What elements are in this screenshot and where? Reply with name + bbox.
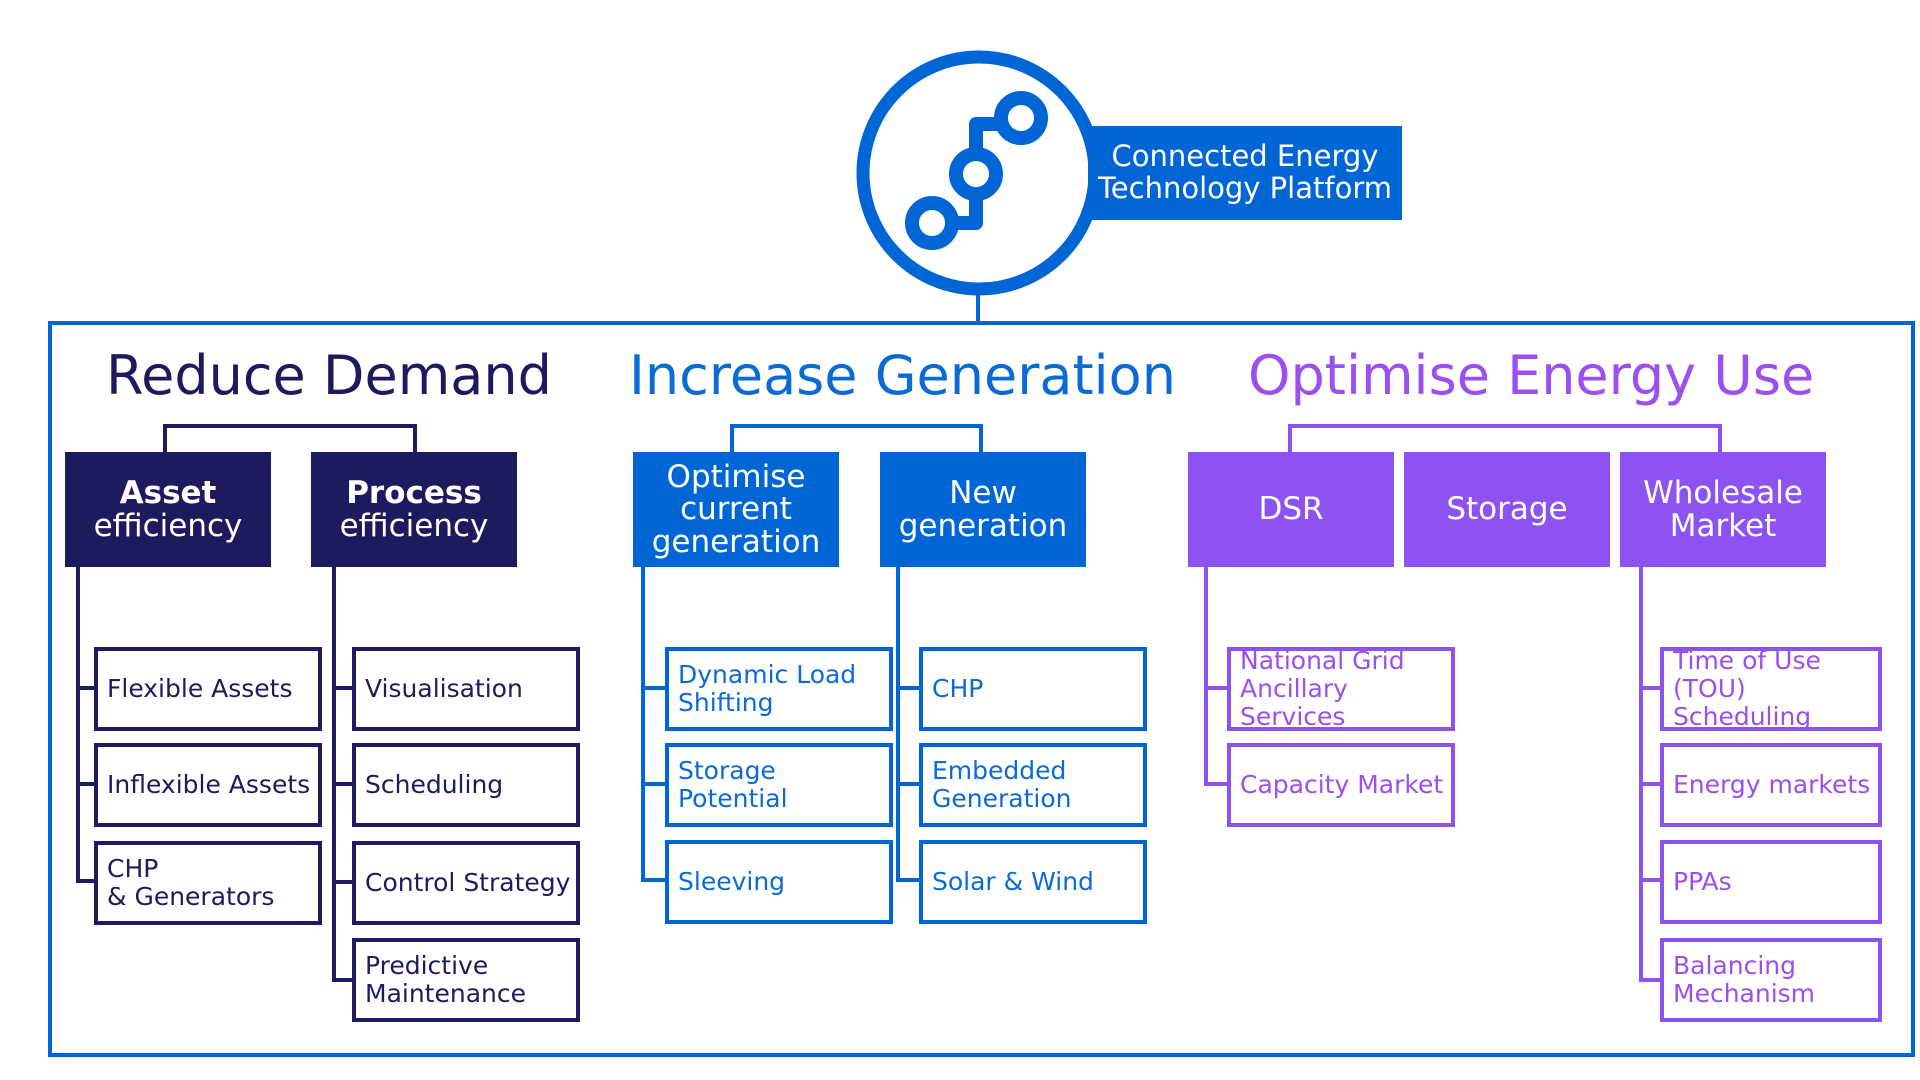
- leaf-text: National Grid: [1240, 646, 1405, 675]
- leaf-control-strategy: Control Strategy: [352, 841, 580, 925]
- platform-label: Connected Energy Technology Platform: [1088, 126, 1402, 220]
- leaf-scheduling: Scheduling: [352, 743, 580, 827]
- leaf-text: Energy markets: [1673, 770, 1871, 799]
- header-line: efficiency: [93, 507, 243, 544]
- leaf-text: Ancillary Services: [1240, 674, 1348, 731]
- title-optimise-energy-use: Optimise Energy Use: [1248, 344, 1815, 407]
- leaf-time-of-use-scheduling: Time of Use (TOU) Scheduling: [1660, 647, 1882, 731]
- leaf-text: Flexible Assets: [107, 674, 293, 703]
- header-storage: Storage: [1404, 452, 1610, 567]
- leaf-text: CHP: [932, 674, 984, 703]
- header-line: DSR: [1258, 491, 1324, 528]
- leaf-predictive-maintenance: Predictive Maintenance: [352, 938, 580, 1022]
- title-increase-generation: Increase Generation: [629, 344, 1176, 407]
- header-line: Wholesale: [1643, 474, 1803, 511]
- leaf-text: Mechanism: [1673, 979, 1816, 1008]
- leaf-text: Solar & Wind: [932, 867, 1094, 896]
- leaf-text: Scheduling: [365, 770, 504, 799]
- connected-nodes-icon: [905, 91, 1048, 250]
- leaf-flexible-assets: Flexible Assets: [94, 647, 322, 731]
- bracket-increase-generation: [730, 424, 983, 452]
- leaf-text: Sleeving: [678, 867, 786, 896]
- tree-wholesale-market: [1639, 566, 1662, 982]
- header-line: generation: [651, 523, 821, 560]
- leaf-balancing-mechanism: Balancing Mechanism: [1660, 938, 1882, 1022]
- leaf-text: Predictive: [365, 951, 489, 980]
- bracket-optimise-energy-use: [1288, 424, 1722, 452]
- leaf-visualisation: Visualisation: [352, 647, 580, 731]
- header-asset-efficiency: Asset efficiency: [65, 452, 271, 567]
- header-dsr: DSR: [1188, 452, 1394, 567]
- leaf-text: Dynamic Load: [678, 660, 857, 689]
- tree-asset-efficiency: [76, 566, 96, 883]
- leaf-ppas: PPAs: [1660, 840, 1882, 924]
- leaf-storage-potential: Storage Potential: [665, 743, 893, 827]
- leaf-text: Scheduling: [1673, 702, 1812, 731]
- leaf-text: CHP: [107, 854, 159, 883]
- leaf-text: Embedded: [932, 756, 1067, 785]
- leaf-text: Balancing: [1673, 951, 1796, 980]
- header-new-generation: New generation: [880, 452, 1086, 567]
- header-wholesale-market: Wholesale Market: [1620, 452, 1826, 567]
- leaf-text: Time of Use (TOU): [1673, 646, 1821, 703]
- leaf-dynamic-load-shifting: Dynamic Load Shifting: [665, 647, 893, 731]
- platform-label-line2: Technology Platform: [1098, 171, 1392, 205]
- outer-frame: [48, 321, 1915, 1057]
- leaf-text: Maintenance: [365, 979, 526, 1008]
- header-line: Asset: [119, 474, 217, 511]
- leaf-solar-wind: Solar & Wind: [919, 840, 1147, 924]
- leaf-text: Generation: [932, 784, 1072, 813]
- tree-optimise-current-generation: [641, 566, 667, 882]
- platform-logo: [856, 50, 1102, 296]
- leaf-text: Visualisation: [365, 674, 523, 703]
- header-line: Storage: [1446, 491, 1568, 528]
- leaf-energy-markets: Energy markets: [1660, 743, 1882, 827]
- leaf-capacity-market: Capacity Market: [1227, 743, 1455, 827]
- header-line: Market: [1669, 507, 1777, 544]
- leaf-national-grid-ancillary-services: National Grid Ancillary Services: [1227, 647, 1455, 731]
- leaf-text: Capacity Market: [1240, 770, 1444, 799]
- header-line: current: [680, 491, 792, 528]
- leaf-text: PPAs: [1673, 867, 1732, 896]
- leaf-text: Storage Potential: [678, 756, 788, 813]
- header-line: Process: [346, 474, 482, 511]
- leaf-inflexible-assets: Inflexible Assets: [94, 743, 322, 827]
- leaf-text: Inflexible Assets: [107, 770, 311, 799]
- platform-label-line1: Connected Energy: [1111, 139, 1379, 174]
- leaf-sleeving: Sleeving: [665, 840, 893, 924]
- header-line: Optimise: [666, 458, 806, 495]
- leaf-chp: CHP: [919, 647, 1147, 731]
- header-optimise-current-generation: Optimise current generation: [633, 452, 839, 567]
- header-line: generation: [898, 507, 1068, 544]
- leaf-text: & Generators: [107, 882, 275, 911]
- header-line: efficiency: [339, 507, 489, 544]
- leaf-text: Control Strategy: [365, 868, 571, 897]
- header-process-efficiency: Process efficiency: [311, 452, 517, 567]
- tree-new-generation: [896, 566, 921, 882]
- bracket-reduce-demand: [163, 424, 417, 452]
- leaf-embedded-generation: Embedded Generation: [919, 743, 1147, 827]
- tree-dsr: [1204, 566, 1229, 786]
- title-reduce-demand: Reduce Demand: [106, 344, 552, 407]
- header-line: New: [949, 474, 1017, 511]
- leaf-text: Shifting: [678, 688, 774, 717]
- tree-process-efficiency: [332, 566, 354, 982]
- leaf-chp-generators: CHP & Generators: [94, 841, 322, 925]
